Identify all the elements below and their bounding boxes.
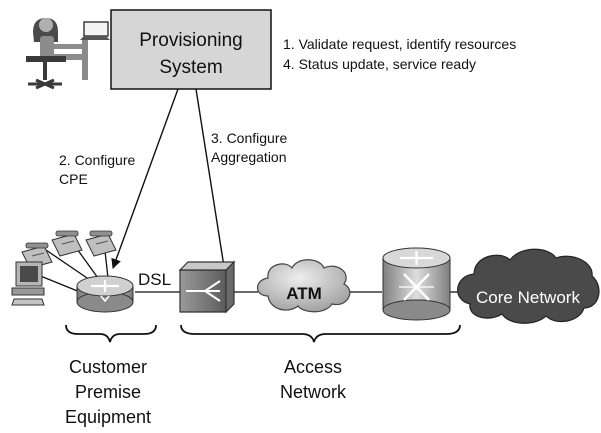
access-network-label-line2: Network xyxy=(280,382,347,402)
step1-label: 1. Validate request, identify resources xyxy=(283,36,516,52)
link-phone1-cpe xyxy=(45,249,91,281)
step4-label: 4. Status update, service ready xyxy=(283,56,476,72)
operator-icon xyxy=(26,18,110,90)
provisioning-label-line1: Provisioning xyxy=(139,30,243,51)
dsl-label: DSL xyxy=(138,270,171,289)
access-network-label-line1: Access xyxy=(284,357,342,377)
customer-premise-label-line3: Equipment xyxy=(65,407,151,427)
core-network-label: Core Network xyxy=(476,288,580,307)
customer-premise-label-line2: Premise xyxy=(75,382,141,402)
provisioning-system-node: Provisioning System xyxy=(110,9,272,90)
atm-cloud-icon: ATM xyxy=(256,259,351,313)
ip-phone-icon xyxy=(51,230,83,257)
access-network-brace xyxy=(180,324,461,343)
core-network-cloud-icon: Core Network xyxy=(457,248,600,324)
cpe-router-icon xyxy=(76,275,134,313)
dslam-aggregation-icon xyxy=(178,260,236,314)
ip-phone-icon xyxy=(85,230,117,257)
customer-premise-label-line1: Customer xyxy=(69,357,147,377)
customer-premise-brace xyxy=(65,324,157,343)
desktop-computer-icon xyxy=(11,261,45,306)
step2-label-line1: 2. Configure xyxy=(59,152,135,168)
core-atm-switch-icon xyxy=(382,247,451,321)
link-pc-cpe xyxy=(37,274,81,293)
step2-label-line2: CPE xyxy=(59,171,88,187)
provisioning-label-line2: System xyxy=(159,57,222,78)
configure-cpe-arrow xyxy=(111,88,179,269)
step3-label-line2: Aggregation xyxy=(211,149,287,165)
configure-aggregation-arrow xyxy=(195,88,229,274)
step3-label-line1: 3. Configure xyxy=(211,130,287,146)
atm-label: ATM xyxy=(286,284,322,303)
